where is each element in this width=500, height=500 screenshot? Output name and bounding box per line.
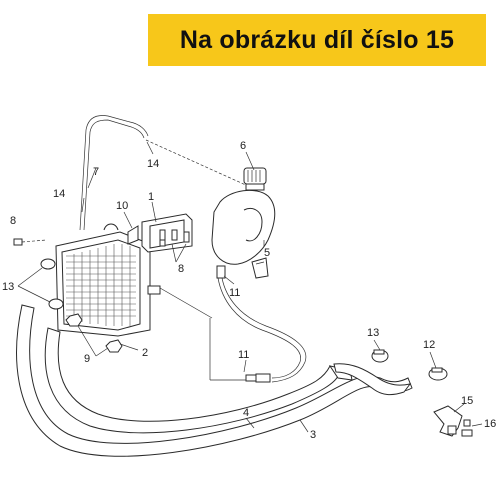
callout-9: 9	[84, 353, 90, 365]
callout-11-bottom: 11	[238, 349, 249, 361]
callout-14-top: 14	[147, 158, 159, 170]
overflow-hose	[217, 277, 307, 383]
part-number-banner: Na obrázku díl číslo 15	[148, 14, 486, 66]
callout-13-left: 13	[2, 281, 14, 293]
breather-hose	[79, 115, 249, 231]
bracket-10	[127, 225, 139, 245]
callout-8-right: 8	[178, 263, 184, 275]
screw-8-left	[13, 238, 47, 246]
callout-16: 16	[484, 418, 496, 430]
banner-text: Na obrázku díl číslo 15	[179, 25, 455, 54]
callout-7: 7	[93, 166, 99, 178]
callout-12: 12	[423, 339, 435, 351]
clamp-13-right	[371, 349, 389, 363]
leader-lines	[17, 141, 483, 433]
screw-16	[461, 419, 473, 437]
hose-stub-right	[333, 363, 412, 396]
callout-labels: 1 2 3 4 5 6 7 8 8 9 10 11 11 12 13 13 14…	[2, 140, 496, 441]
callout-2: 2	[142, 347, 148, 359]
callout-3: 3	[310, 429, 316, 441]
callout-1: 1	[148, 191, 154, 203]
callout-14-left: 14	[53, 188, 65, 200]
callout-13-right: 13	[367, 327, 379, 339]
clamp-12	[428, 367, 448, 381]
clamps-13-left	[40, 258, 64, 310]
screws-8-right	[159, 229, 190, 247]
callout-15: 15	[461, 395, 473, 407]
bracket-1	[141, 213, 193, 253]
callout-5: 5	[264, 247, 270, 259]
callout-8-left: 8	[10, 215, 16, 227]
callout-11-top: 11	[229, 287, 240, 299]
callout-6: 6	[240, 140, 246, 152]
callout-10: 10	[116, 200, 128, 212]
callout-4: 4	[243, 407, 249, 419]
hose-3	[16, 304, 413, 457]
radiator	[55, 223, 161, 337]
bracket-15	[433, 405, 463, 437]
expansion-tank	[211, 189, 276, 279]
tank-cap	[243, 167, 267, 191]
